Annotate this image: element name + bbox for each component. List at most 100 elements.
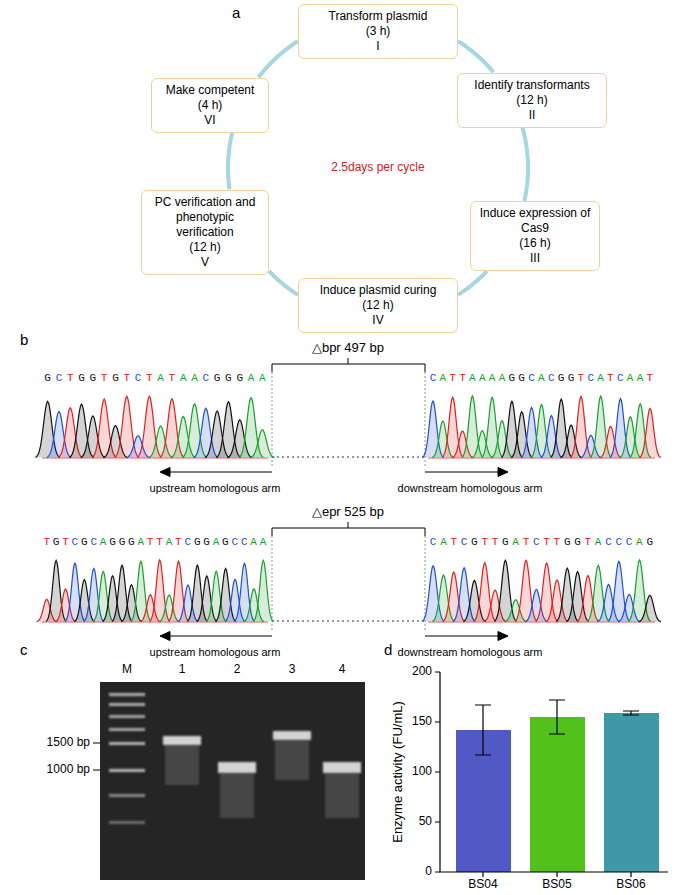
base-letter: C [53,372,64,385]
base-letter: G [108,536,117,549]
arm-label: upstream homologous arm [150,482,281,495]
lane-label: 4 [339,663,346,677]
cycle-arc [458,271,487,295]
panel-letter: b [20,331,28,348]
base-letter: G [469,536,479,549]
base-letter: T [449,536,459,549]
base-letter: A [257,372,268,385]
base-letter: C [89,536,98,549]
base-letter: A [438,372,448,385]
size-marker: 1000 bp [47,763,90,777]
base-letter: C [230,536,239,549]
deletion-label: △epr 525 bp [312,505,384,520]
base-letter: A [164,536,173,549]
base-letter: T [541,536,551,549]
panel-letter: d [384,641,392,658]
base-letter: C [428,536,438,549]
lane-label: 1 [179,663,186,677]
sequence-read: CATCGTTGATCTTGGTACCCAG [428,536,655,549]
box-text: Identify transformants [464,78,600,93]
base-letter: A [249,536,258,549]
base-letter: A [497,372,507,385]
cycle-arc [269,271,298,295]
base-letter: T [155,536,164,549]
base-letter: A [467,372,477,385]
base-letter: T [490,536,500,549]
category-label: BS06 [616,878,645,892]
lane-label: M [122,663,132,677]
cycle-note: 2.5days per cycle [331,161,424,175]
arm-label: downstream homologous arm [398,646,543,659]
cycle-arc [523,128,528,201]
base-letter: T [166,372,177,385]
base-letter: A [596,372,606,385]
tick-label: 200 [412,665,432,679]
chromatogram [422,396,660,458]
sequence-read: CATTAAAAGGCACGGTCATCAAT [428,372,655,385]
base-letter: T [174,536,183,549]
panel-letter: a [232,4,240,21]
agarose-gel [93,682,365,880]
box-text: Make competent [158,83,262,98]
category-label: BS05 [542,878,571,892]
sequence-read: GCTGGTGTCTATAACGGGAA [42,372,268,385]
base-letter: A [136,536,145,549]
process-box: Identify transformants(12 h)II [457,73,607,128]
base-letter: G [80,536,89,549]
base-letter: A [625,372,635,385]
base-letter: T [42,536,51,549]
box-text: V [148,255,262,270]
trace-peak [639,595,661,621]
box-text: (12 h) [148,240,262,255]
base-letter: T [145,536,154,549]
base-letter: A [189,372,200,385]
base-letter: A [487,372,497,385]
base-letter: G [572,536,582,549]
box-text: (4 h) [158,98,262,113]
box-text: VI [158,113,262,128]
base-letter: G [234,372,245,385]
base-letter: T [605,372,615,385]
base-letter: A [178,372,189,385]
box-text: (12 h) [305,298,451,313]
base-letter: A [438,536,448,549]
process-box: Induce plasmid curing(12 h)IV [298,278,458,333]
base-letter: C [614,536,624,549]
gap-lines [272,372,425,630]
base-letter: G [76,372,87,385]
base-letter: C [132,372,143,385]
base-letter: A [593,536,603,549]
box-text: Induce plasmid curing [305,283,451,298]
tick-label: 100 [412,765,432,779]
tick-label: 0 [425,865,432,879]
base-letter: T [65,372,76,385]
base-letter: C [183,536,192,549]
base-letter: G [507,372,517,385]
tick-label: 50 [419,815,432,829]
base-letter: T [121,372,132,385]
base-letter: G [645,536,655,549]
base-letter: A [511,536,521,549]
trace-peak [253,560,273,621]
base-letter: T [61,536,70,549]
base-letter: A [634,536,644,549]
size-marker: 1500 bp [47,736,90,750]
base-letter: G [223,372,234,385]
process-box: PC verification and phenotypic verificat… [141,190,269,275]
base-letter: A [211,536,220,549]
base-letter: C [240,536,249,549]
base-letter: G [221,536,230,549]
arm-label: downstream homologous arm [398,482,543,495]
base-letter: T [480,536,490,549]
base-letter: A [635,372,645,385]
base-letter: G [562,536,572,549]
base-letter: C [624,536,634,549]
base-letter: C [200,372,211,385]
box-text: (12 h) [464,93,600,108]
base-letter: C [70,536,79,549]
base-letter: C [615,372,625,385]
base-letter: T [448,372,458,385]
base-letter: G [556,372,566,385]
trace-peak [639,408,660,457]
base-letter: T [98,372,109,385]
